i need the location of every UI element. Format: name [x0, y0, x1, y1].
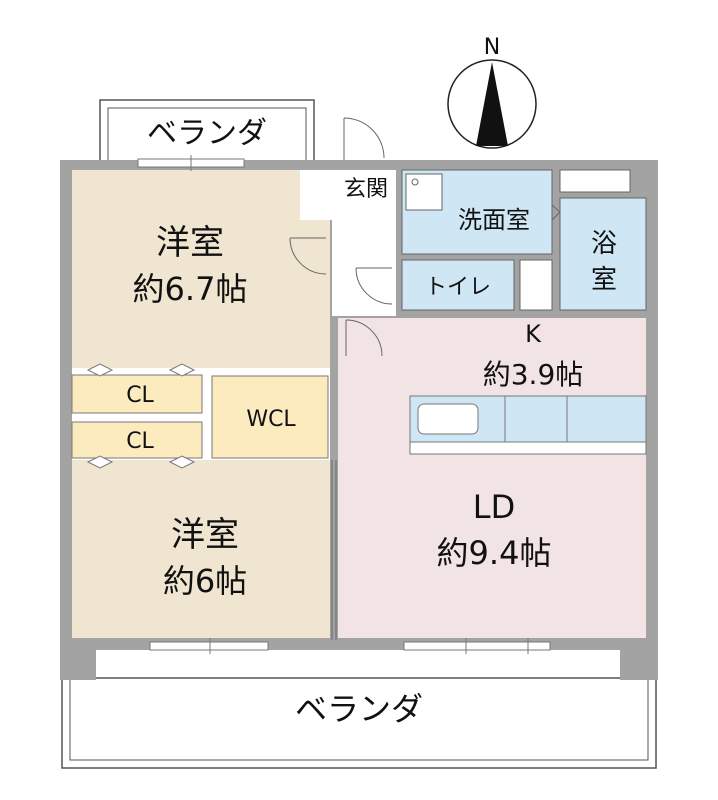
- toilet-label: トイレ: [425, 275, 491, 300]
- closet-2-label: CL: [126, 429, 154, 454]
- bedroom-2-size: 約6帖: [163, 562, 247, 600]
- ld-size: 約9.4帖: [437, 534, 552, 572]
- bedroom-2-floor: [72, 460, 330, 638]
- compass-label: N: [484, 35, 500, 60]
- toilet-floor: [401, 259, 515, 311]
- balcony-bottom-area: [61, 677, 657, 769]
- balcony-top-label: ベランダ: [147, 116, 267, 151]
- closet-2-floor: [71, 421, 203, 459]
- bath-label-2: 室: [591, 265, 617, 295]
- kitchen-size: 約3.9帖: [483, 358, 584, 391]
- wcl-floor: [211, 375, 329, 459]
- balcony-top-area: [99, 99, 315, 163]
- ld-name: LD: [473, 488, 515, 526]
- compass: N: [447, 35, 537, 149]
- washroom-label: 洗面室: [458, 206, 530, 234]
- bedroom-1-size: 約6.7帖: [133, 270, 248, 308]
- balcony-bottom-label: ベランダ: [295, 690, 423, 728]
- living-floor: [338, 318, 646, 638]
- entrance-floor: [332, 170, 396, 316]
- wcl-label: WCL: [246, 407, 296, 432]
- bedroom-1-name: 洋室: [156, 223, 224, 263]
- bath-floor: [559, 197, 647, 311]
- sink-icon: [417, 403, 479, 435]
- kitchen-name: K: [525, 320, 542, 348]
- closet-1-label: CL: [126, 383, 154, 408]
- bedroom-2-name: 洋室: [171, 515, 239, 555]
- closet-1-floor: [71, 374, 203, 414]
- bedroom-1-floor: [72, 170, 330, 368]
- bath-label-1: 浴: [591, 229, 617, 259]
- entrance-label: 玄関: [344, 177, 388, 202]
